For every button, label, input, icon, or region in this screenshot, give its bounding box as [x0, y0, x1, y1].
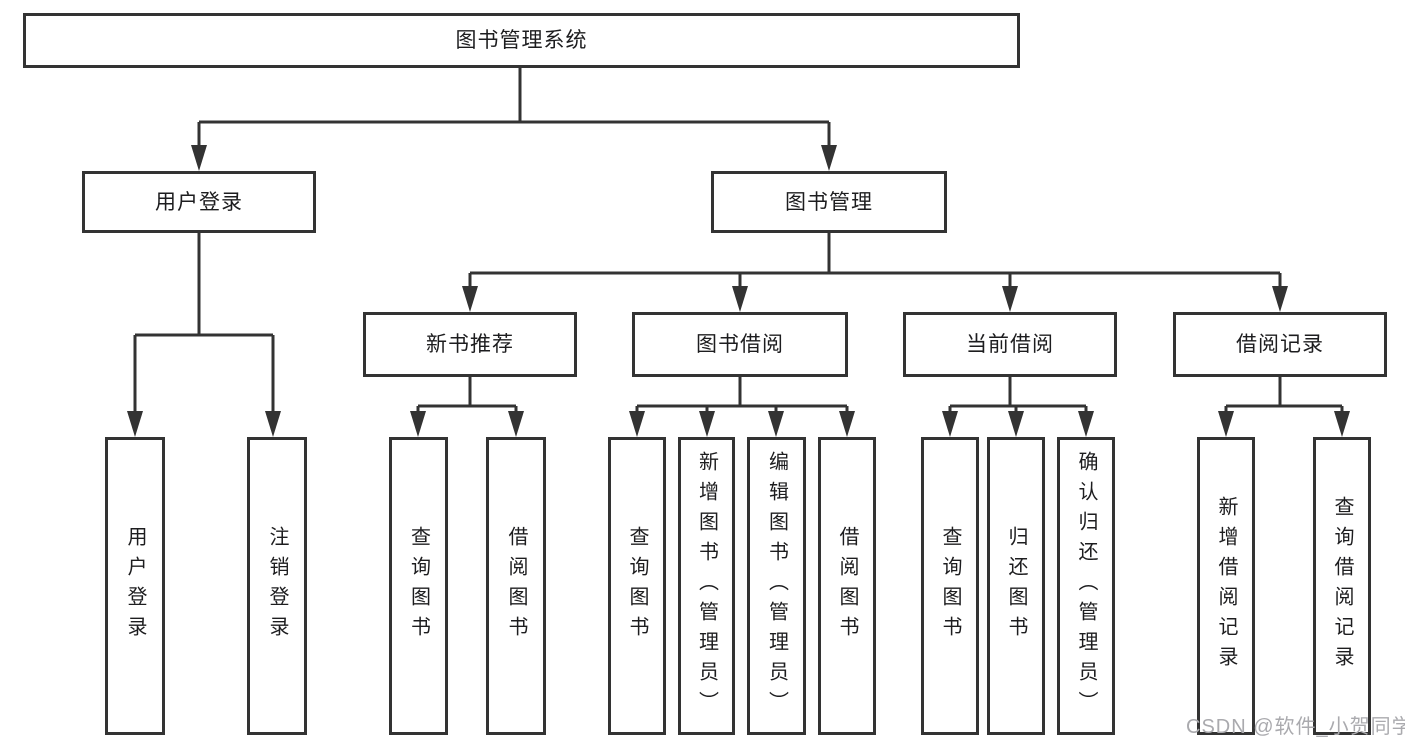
node-new-books: 新书推荐 — [363, 312, 577, 377]
leaf-logout: 注销登录 — [247, 437, 307, 735]
leaf-newbooks-borrow: 借阅图书 — [486, 437, 546, 735]
leaf-records-add: 新增借阅记录 — [1197, 437, 1255, 735]
leaf-current-query: 查询图书 — [921, 437, 979, 735]
leaf-records-add-label: 新增借阅记录 — [1215, 496, 1237, 676]
leaf-borrow-add: 新增图书（管理员） — [678, 437, 735, 735]
leaf-current-return-label: 归还图书 — [1005, 526, 1027, 646]
leaf-newbooks-borrow-label: 借阅图书 — [505, 526, 527, 646]
leaf-user-login: 用户登录 — [105, 437, 165, 735]
leaf-newbooks-query-label: 查询图书 — [407, 526, 430, 646]
node-current-borrow-label: 当前借阅 — [966, 333, 1054, 356]
node-book-borrow: 图书借阅 — [632, 312, 848, 377]
arrowhead-icons — [127, 145, 1350, 437]
node-current-borrow: 当前借阅 — [903, 312, 1117, 377]
leaf-borrow-borrow: 借阅图书 — [818, 437, 876, 735]
leaf-borrow-query-label: 查询图书 — [626, 526, 648, 646]
leaf-records-query-label: 查询借阅记录 — [1331, 496, 1353, 676]
leaf-borrow-borrow-label: 借阅图书 — [836, 526, 858, 646]
node-book-borrow-label: 图书借阅 — [696, 333, 784, 356]
node-root: 图书管理系统 — [23, 13, 1020, 68]
leaf-borrow-add-label: 新增图书（管理员） — [695, 451, 718, 721]
leaf-current-confirm: 确认归还（管理员） — [1057, 437, 1115, 735]
node-borrow-records: 借阅记录 — [1173, 312, 1387, 377]
tree-edges — [133, 68, 1344, 413]
node-new-books-label: 新书推荐 — [426, 333, 514, 356]
leaf-borrow-edit: 编辑图书（管理员） — [747, 437, 806, 735]
leaf-borrow-query: 查询图书 — [608, 437, 666, 735]
leaf-newbooks-query: 查询图书 — [389, 437, 448, 735]
leaf-logout-label: 注销登录 — [266, 526, 288, 646]
leaf-user-login-label: 用户登录 — [124, 526, 146, 646]
leaf-borrow-edit-label: 编辑图书（管理员） — [765, 451, 788, 721]
leaf-records-query: 查询借阅记录 — [1313, 437, 1371, 735]
node-book-mgmt: 图书管理 — [711, 171, 947, 233]
leaf-current-return: 归还图书 — [987, 437, 1045, 735]
watermark: CSDN @软件_小贺同学 — [1186, 716, 1405, 738]
node-borrow-records-label: 借阅记录 — [1236, 333, 1324, 356]
leaf-current-query-label: 查询图书 — [939, 526, 961, 646]
node-user-login-label: 用户登录 — [155, 190, 243, 214]
node-root-label: 图书管理系统 — [455, 29, 588, 52]
leaf-current-confirm-label: 确认归还（管理员） — [1075, 451, 1097, 721]
node-user-login: 用户登录 — [82, 171, 316, 233]
node-book-mgmt-label: 图书管理 — [785, 190, 873, 214]
